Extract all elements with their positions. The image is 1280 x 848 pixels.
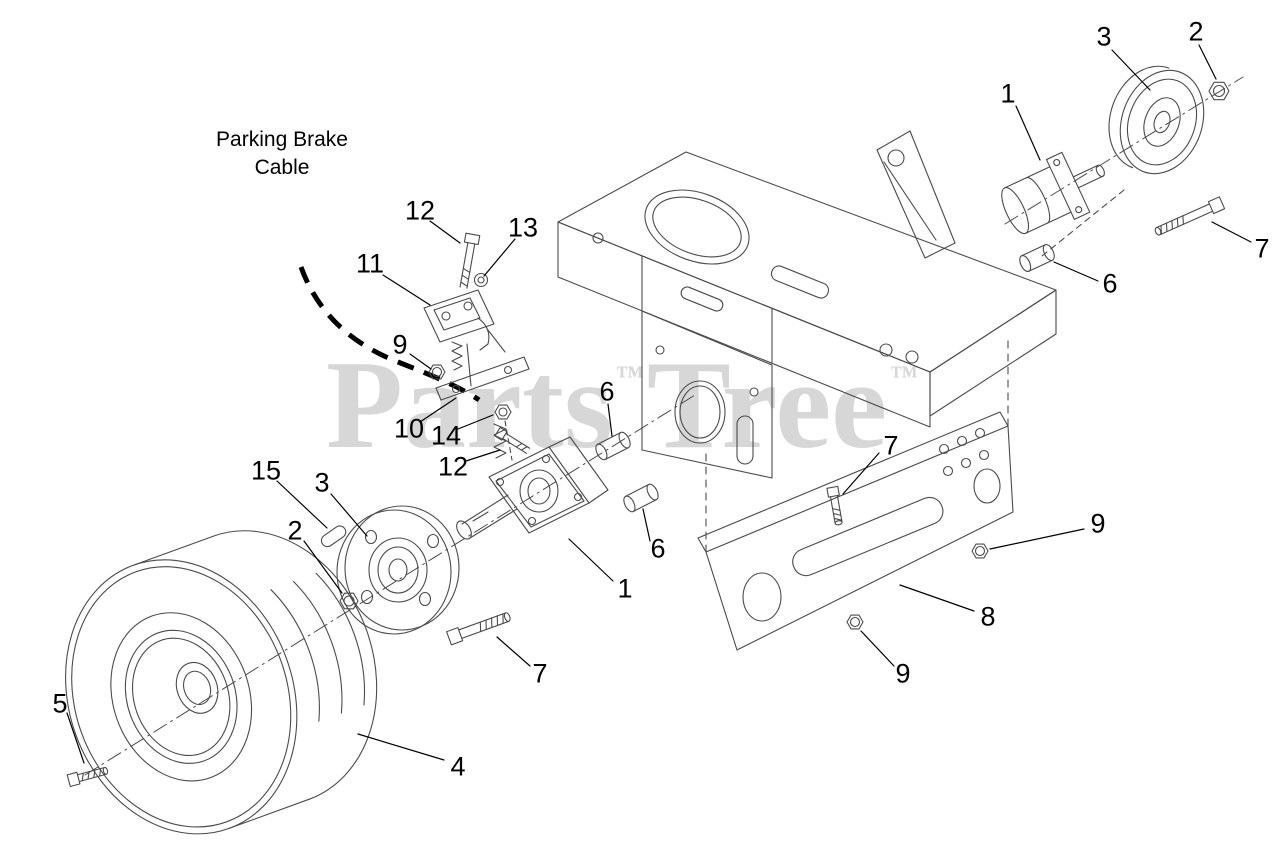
callout-part-6: 6 — [599, 376, 615, 407]
callout-part-2: 2 — [1188, 16, 1204, 47]
assembly-alignment-dashes — [504, 420, 513, 461]
bolt-part-12 — [459, 232, 481, 289]
bolt-part-7 — [826, 485, 843, 526]
pulley-part-3 — [1108, 65, 1205, 175]
callout-part-1: 1 — [617, 573, 633, 604]
key-part-15 — [320, 525, 347, 548]
washer-part-13 — [473, 272, 489, 288]
brake-gearbox-part-1 — [456, 436, 609, 540]
nut-part-9 — [971, 543, 989, 559]
mounting-bracket-part-8 — [697, 411, 1014, 651]
bolt-part-5 — [66, 766, 109, 788]
spacer-part-6 — [1019, 244, 1055, 272]
callout-part-7: 7 — [883, 430, 899, 461]
bolt-part-7 — [1154, 196, 1226, 236]
assembly-alignment-dashes — [1041, 189, 1125, 257]
pulley-nut-part-2 — [1208, 81, 1230, 101]
callout-part-7: 7 — [1254, 233, 1270, 264]
callout-part-3: 3 — [314, 467, 330, 498]
callout-part-5: 5 — [52, 688, 68, 719]
callout-part-9: 9 — [895, 658, 911, 689]
bolt-part-12-lower — [494, 426, 531, 454]
callout-part-8: 8 — [980, 601, 996, 632]
callout-part-12: 12 — [437, 451, 469, 482]
callout-part-1: 1 — [1000, 78, 1016, 109]
bolt-part-7 — [446, 612, 511, 646]
callout-part-9: 9 — [392, 329, 408, 360]
callout-part-15: 15 — [250, 455, 282, 486]
callout-part-10: 10 — [393, 413, 425, 444]
parking-brake-cable — [298, 266, 481, 403]
frame-chassis — [557, 130, 1057, 553]
brake-assembly-part-1 — [1001, 151, 1105, 235]
callout-part-13: 13 — [507, 212, 539, 243]
nut-part-14 — [494, 404, 512, 420]
nut-part-9 — [846, 614, 864, 630]
spacer-part-6 — [595, 431, 631, 461]
callout-part-6: 6 — [1102, 268, 1118, 299]
callout-part-6: 6 — [650, 533, 666, 564]
plate-part-10 — [435, 356, 530, 401]
parking-brake-cable-label: Parking Brake Cable — [190, 126, 374, 182]
spacer-part-6 — [623, 483, 659, 513]
callout-part-3: 3 — [1096, 21, 1112, 52]
watermark-word1: Parts — [326, 336, 613, 475]
leader-lines — [66, 44, 1252, 764]
callout-part-4: 4 — [450, 751, 466, 782]
trademark-symbol: ™ — [615, 361, 644, 392]
nut-part-9 — [428, 364, 446, 380]
brake-lever-part-11 — [423, 289, 506, 387]
callout-part-12: 12 — [404, 195, 436, 226]
callout-part-9: 9 — [1090, 508, 1106, 539]
hub-nut-part-2 — [339, 592, 359, 610]
callout-part-2: 2 — [287, 515, 303, 546]
centerline-wheel-axis — [84, 394, 696, 776]
callout-part-7: 7 — [532, 658, 548, 689]
tire-part-4 — [65, 530, 378, 835]
trademark-symbol: ™ — [890, 361, 919, 392]
parking-brake-label-line2: Cable — [254, 156, 310, 179]
wheel-hub-part-3 — [336, 505, 460, 635]
parking-brake-label-line1: Parking Brake — [216, 128, 348, 151]
callout-part-14: 14 — [430, 420, 462, 451]
callout-part-11: 11 — [355, 248, 385, 279]
